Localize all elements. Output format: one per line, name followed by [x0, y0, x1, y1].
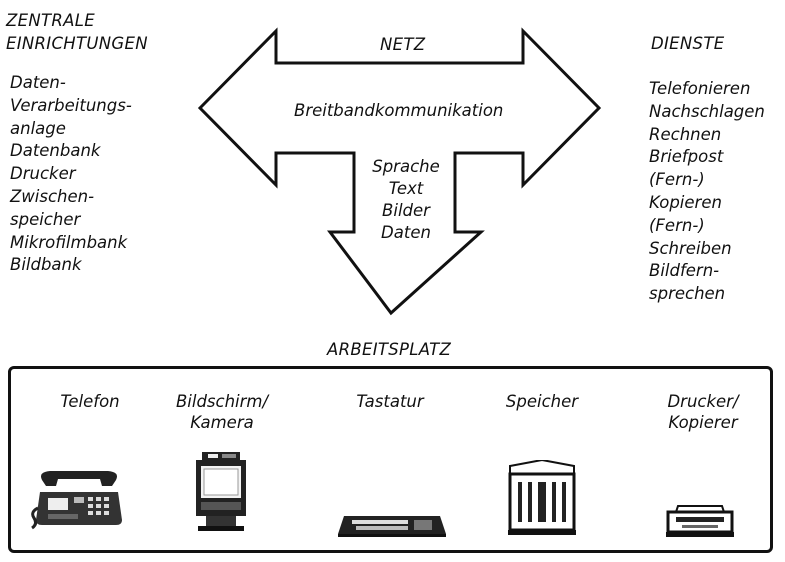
- list-item: Schreiben: [649, 238, 732, 258]
- dienste-list: Telefonieren Nachschlagen Rechnen Briefp…: [649, 78, 765, 306]
- storage-cabinet-icon: [508, 460, 576, 535]
- list-item: Nachschlagen: [649, 101, 765, 121]
- keyboard-icon: [338, 516, 446, 537]
- arbeitsplatz-heading: ARBEITSPLATZ: [327, 340, 452, 359]
- device-label-line2: Kopierer: [668, 413, 738, 432]
- list-item: Kopieren: [649, 192, 722, 212]
- dienste-heading: DIENSTE: [651, 34, 725, 53]
- workplace-box: [8, 366, 773, 553]
- device-label-line1: Telefon: [60, 392, 120, 411]
- device-label-line1: Speicher: [505, 392, 579, 411]
- broadband-label: Breitbandkommunikation: [294, 101, 504, 120]
- device-label-line2: Kamera: [190, 413, 254, 432]
- telephone-icon: [31, 471, 122, 530]
- list-item: sprechen: [649, 284, 726, 304]
- list-item: Verarbeitungs-: [10, 95, 132, 115]
- list-item: (Fern-): [649, 215, 705, 235]
- list-item: (Fern-): [649, 170, 705, 190]
- device-label-line1: Bildschirm/: [175, 392, 269, 411]
- list-item: Drucker: [10, 164, 76, 184]
- list-item: Daten-: [10, 73, 66, 92]
- device-label-line1: Drucker/: [667, 392, 739, 411]
- device-label-speicher: Speicher: [487, 391, 597, 412]
- device-label-bildschirm: Bildschirm/ Kamera: [162, 391, 282, 433]
- device-label-line1: Tastatur: [356, 392, 424, 411]
- media-sprache: Sprache: [372, 157, 440, 176]
- media-text: Text: [388, 179, 424, 198]
- list-item: Bildfern-: [649, 261, 720, 281]
- list-item: Mikrofilmbank: [10, 232, 128, 252]
- list-item: Rechnen: [649, 124, 722, 144]
- zentrale-heading-line2: EINRICHTUNGEN: [6, 34, 148, 53]
- arrow-outline: [197, 27, 602, 316]
- list-item: speicher: [10, 209, 81, 229]
- list-item: Briefpost: [649, 147, 724, 167]
- zentrale-heading-line1: ZENTRALE: [6, 11, 95, 30]
- device-label-tastatur: Tastatur: [340, 391, 440, 412]
- list-item: Datenbank: [10, 141, 101, 161]
- media-bilder: Bilder: [382, 201, 430, 220]
- printer-copier-icon: [666, 505, 734, 537]
- device-label-telefon: Telefon: [40, 391, 140, 412]
- list-item: anlage: [10, 118, 66, 138]
- list-item: Zwischen-: [10, 186, 95, 206]
- netz-label: NETZ: [380, 35, 426, 54]
- list-item: Telefonieren: [649, 79, 751, 98]
- monitor-camera-icon: [196, 452, 246, 531]
- zentrale-list: Daten- Verarbeitungs- anlage Datenbank D…: [10, 72, 132, 277]
- device-label-drucker: Drucker/ Kopierer: [648, 391, 758, 433]
- list-item: Bildbank: [10, 255, 82, 275]
- media-daten: Daten: [381, 223, 431, 242]
